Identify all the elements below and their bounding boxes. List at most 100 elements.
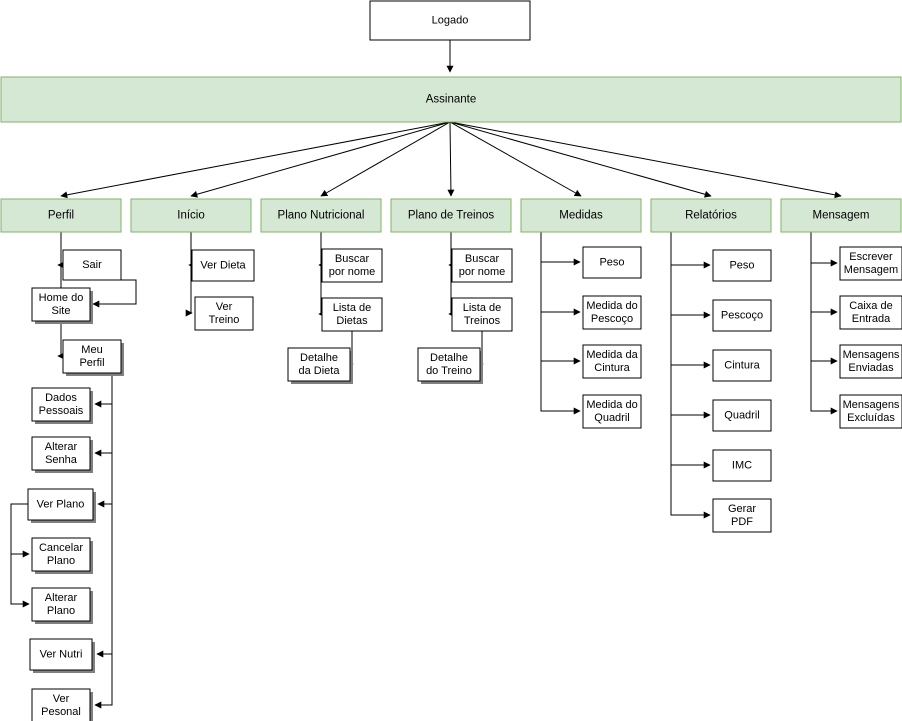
node-box[interactable]: [191, 249, 255, 282]
node-label: Pescoço: [721, 309, 763, 321]
edge-medidas-to-peso: [540, 232, 581, 266]
node-box[interactable]: [287, 347, 351, 382]
edge-assinante-to-perfil: [60, 121, 451, 199]
node-box[interactable]: [31, 436, 91, 471]
node-box[interactable]: [62, 339, 122, 374]
node-box[interactable]: [194, 296, 254, 331]
node-box[interactable]: [712, 449, 772, 482]
node-box[interactable]: [582, 344, 642, 379]
node-box[interactable]: [417, 347, 481, 382]
root-node-logado[interactable]: Logado: [369, 0, 531, 41]
node-box[interactable]: [839, 295, 902, 330]
edge-assinante-to-relatorios: [449, 121, 712, 198]
node-box[interactable]: [839, 344, 902, 379]
node-box[interactable]: [780, 198, 902, 233]
node-box[interactable]: [712, 349, 772, 382]
node-label: IMC: [732, 459, 752, 471]
node-box[interactable]: [390, 198, 512, 233]
leaf-node-imc[interactable]: IMC: [712, 449, 772, 482]
leaf-node-ver-nutri[interactable]: Ver Nutri: [29, 638, 95, 673]
leaf-node-ver-plano[interactable]: Ver Plano: [27, 488, 96, 523]
node-box[interactable]: [31, 387, 91, 422]
node-box[interactable]: [130, 198, 252, 233]
hub-node-assinante[interactable]: Assinante: [0, 76, 902, 123]
category-node-perfil[interactable]: Perfil: [0, 198, 122, 233]
leaf-node-ver-dieta[interactable]: Ver Dieta: [191, 249, 255, 282]
node-label: Relatórios: [685, 210, 737, 222]
node-box[interactable]: [31, 287, 91, 322]
node-box[interactable]: [321, 297, 383, 332]
leaf-node-cintura[interactable]: Cintura: [712, 349, 772, 382]
node-box[interactable]: [260, 198, 382, 233]
node-label: Plano Nutricional: [278, 210, 365, 222]
node-box[interactable]: [582, 394, 642, 429]
node-box[interactable]: [31, 537, 91, 572]
category-node-mensagem[interactable]: Mensagem: [780, 198, 902, 233]
leaf-node-quadril[interactable]: Quadril: [712, 399, 772, 432]
node-box[interactable]: [321, 248, 383, 283]
node-box[interactable]: [27, 488, 94, 521]
node-box[interactable]: [712, 249, 772, 282]
node-box[interactable]: [0, 76, 902, 123]
edge-medidas-to-quadril: [540, 232, 581, 415]
category-node-inicio[interactable]: Início: [130, 198, 252, 233]
node-box[interactable]: [582, 246, 642, 279]
leaf-node-sair[interactable]: Sair: [62, 249, 122, 281]
node-box[interactable]: [650, 198, 772, 233]
category-node-plano-nutricional[interactable]: Plano Nutricional: [260, 198, 382, 233]
node-box[interactable]: [839, 394, 902, 429]
node-box[interactable]: [0, 198, 122, 233]
node-label: Início: [177, 210, 205, 222]
node-box[interactable]: [369, 0, 531, 41]
node-label: Mensagem: [813, 210, 870, 222]
leaf-node-peso[interactable]: Peso: [712, 249, 772, 282]
category-node-relatorios[interactable]: Relatórios: [650, 198, 772, 233]
node-box[interactable]: [451, 248, 513, 283]
node-box[interactable]: [31, 688, 91, 721]
category-node-plano-de-treinos[interactable]: Plano de Treinos: [390, 198, 512, 233]
node-box[interactable]: [520, 198, 642, 233]
leaf-node-pescoco[interactable]: Pescoço: [712, 299, 772, 332]
node-box[interactable]: [31, 587, 91, 622]
category-node-medidas[interactable]: Medidas: [520, 198, 642, 233]
node-box[interactable]: [712, 299, 772, 332]
node-label: Ver Nutri: [40, 648, 83, 660]
leaf-node-peso[interactable]: Peso: [582, 246, 642, 279]
node-box[interactable]: [582, 295, 642, 330]
node-label: Perfil: [48, 210, 74, 222]
node-box[interactable]: [712, 399, 772, 432]
node-box[interactable]: [62, 249, 122, 281]
node-box[interactable]: [712, 498, 772, 533]
node-box[interactable]: [451, 297, 513, 332]
node-box[interactable]: [839, 246, 902, 281]
node-box[interactable]: [29, 638, 93, 671]
